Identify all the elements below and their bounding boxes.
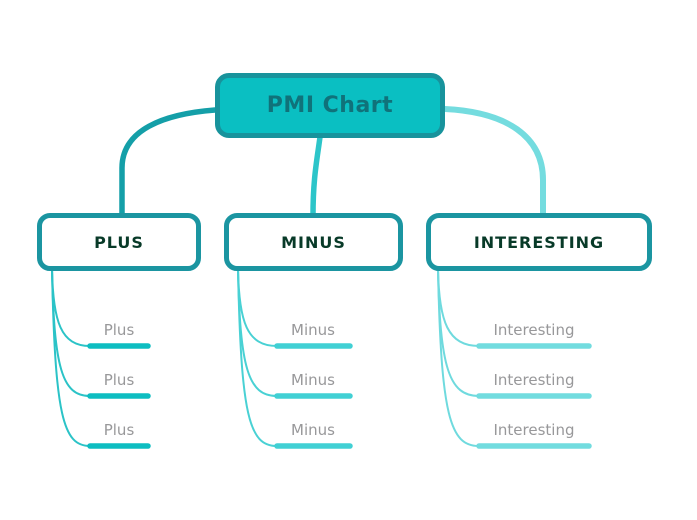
leaf-topic-interesting-3[interactable]: Interesting [493,421,575,439]
leaf-topic-plus-1[interactable]: Plus [103,321,135,339]
branch-node-plus[interactable]: PLUS [37,213,201,271]
curve-plus-item-3 [51,268,91,447]
connector-root-to-interesting [442,106,546,219]
leaf-topic-plus-2[interactable]: Plus [103,371,135,389]
leaf-topic-minus-2[interactable]: Minus [291,371,335,389]
leaf-topic-minus-1[interactable]: Minus [291,321,335,339]
leaf-topic-interesting-2[interactable]: Interesting [493,371,575,389]
leaf-topic-interesting-1[interactable]: Interesting [493,321,575,339]
leaf-topic-plus-3[interactable]: Plus [103,421,135,439]
branch-node-interesting[interactable]: INTERESTING [426,213,652,271]
branch-minus-label: MINUS [281,232,346,252]
connector-root-to-minus [310,134,323,219]
connector-root-to-plus [119,107,218,219]
root-node-label: PMI Chart [266,93,394,118]
root-node-pmi-chart[interactable]: PMI Chart [215,73,445,138]
branch-node-minus[interactable]: MINUS [224,213,403,271]
branch-plus-label: PLUS [94,232,144,252]
leaf-topic-minus-3[interactable]: Minus [291,421,335,439]
curve-interesting-item-3 [437,268,480,447]
curve-minus-item-3 [237,268,278,447]
branch-interesting-label: INTERESTING [473,232,605,252]
